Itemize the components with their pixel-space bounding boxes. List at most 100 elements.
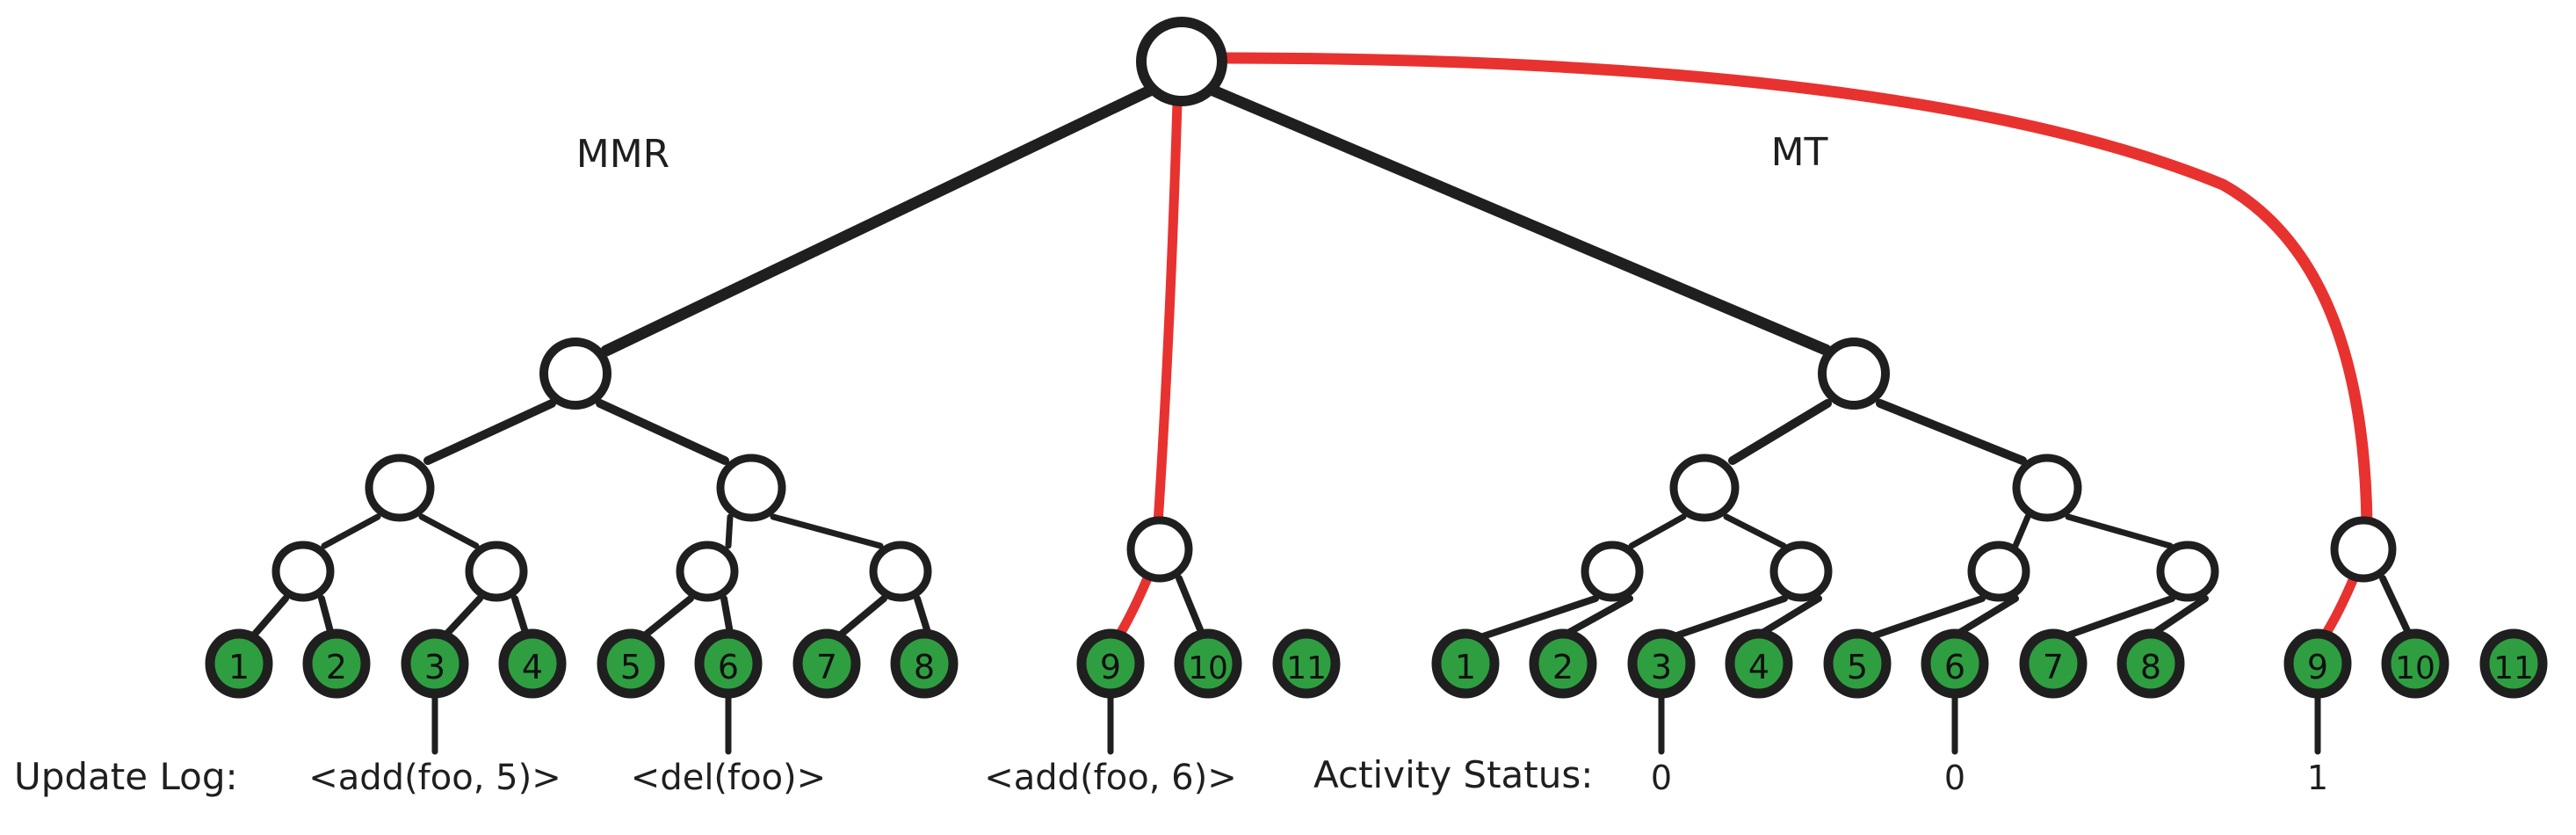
leaf-label: 11 [1286,650,1327,686]
mt-leaf-11[interactable]: 11 [2479,628,2548,699]
leaf-label: 10 [1188,650,1228,686]
leaf-label: 1 [1455,648,1476,686]
edge-mt-l3c-leaf5 [1863,595,1986,642]
edge-mmr-l3b-leaf3 [439,595,483,642]
edge-mt-l2a-l3b [1723,513,1787,549]
mt-internal-node-l1[interactable] [1818,338,1890,410]
mmr-internal-node-l2a[interactable] [365,454,435,522]
root-node-circle[interactable] [1136,17,1227,106]
mmr-leaf-1[interactable]: 1 [205,628,273,699]
mt-internal-node-l3c[interactable] [1967,541,2030,602]
edge-root-mt-l1 [1207,84,1832,356]
mmr-internal-node-l3c[interactable] [676,541,739,602]
mt-leaf-3[interactable]: 3 [1627,628,1696,699]
mt-leaf-6[interactable]: 6 [1921,628,1989,699]
mt-leaf-8[interactable]: 8 [2117,628,2185,699]
leaf-circle[interactable] [2479,628,2548,699]
update-log-label: Update Log: [14,755,238,798]
edge-mt-l1-l2a [1728,399,1832,465]
leaf-label: 10 [2395,650,2435,686]
mt-internal-node-l3d[interactable] [2156,541,2219,602]
mmr-leaf-10[interactable]: 10 [1174,628,1242,699]
mmr-leaf-9[interactable]: 9 [1076,628,1145,699]
mt-leaf-9[interactable]: 9 [2283,628,2352,699]
leaf-label: 6 [1944,648,1965,686]
leaf-circle[interactable] [1921,628,1989,699]
update-log-entry-3: <add(foo, 6)> [984,758,1236,798]
mt-leaf-4[interactable]: 4 [1725,628,1793,699]
leaf-circle[interactable] [1431,628,1500,699]
leaf-circle[interactable] [1272,628,1341,699]
mmr-edges [248,83,1207,642]
edge-mmr-l3d-leaf7 [833,595,887,642]
leaf-circle[interactable] [1823,628,1892,699]
leaf-label: 5 [620,648,641,686]
mt-internal-node-l3e[interactable] [2330,516,2397,583]
leaf-label: 3 [1651,648,1672,686]
mmr-internal-node-l2b[interactable] [716,454,786,522]
mmr-internal-node-l3b[interactable] [465,541,528,602]
activity-status-entry-1: 0 [1651,759,1672,797]
mt-internal-node-l2b[interactable] [2012,454,2082,522]
highlight-root-to-mt-l3e [1212,52,2373,530]
mmr-leaf-8[interactable]: 8 [890,628,959,699]
edge-mt-l3e-leaf10 [2379,575,2414,642]
leaf-label: 6 [718,648,739,686]
mmr-internal-nodes[interactable] [271,338,1193,602]
leaf-circle[interactable] [2381,628,2449,699]
mt-leaf-5[interactable]: 5 [1823,628,1892,699]
leaf-circle[interactable] [890,628,959,699]
leaf-circle[interactable] [2117,628,2185,699]
edge-mt-l3d-leaf7 [2057,595,2175,642]
mt-internal-node-l3b[interactable] [1769,541,1833,602]
highlight-mt-l3e-to-leaf9 [2318,575,2358,643]
mmr-leaf-4[interactable]: 4 [498,628,567,699]
mmr-leaf-3[interactable]: 3 [401,628,469,699]
mmr-internal-node-l3a[interactable] [271,541,335,602]
mt-leaf-nodes[interactable]: 1 2 3 4 5 6 7 8 [1431,628,2548,699]
leaf-circle[interactable] [2019,628,2088,699]
leaf-circle[interactable] [2283,628,2352,699]
mt-internal-node-l2a[interactable] [1669,454,1740,522]
edge-mmr-l2b-l3c [725,513,734,549]
mmr-internal-node-l1[interactable] [539,338,611,410]
edge-mt-l2b-l3d [2065,513,2174,549]
leaf-circle[interactable] [1076,628,1145,699]
mt-leaf-2[interactable]: 2 [1529,628,1597,699]
mmr-leaf-11[interactable]: 11 [1272,628,1341,699]
leaf-circle[interactable] [1627,628,1696,699]
edge-mmr-l1-l2b [596,399,729,465]
leaf-circle[interactable] [1725,628,1793,699]
mmr-leaf-7[interactable]: 7 [792,628,861,699]
leaf-label: 3 [424,648,445,686]
mmr-leaf-2[interactable]: 2 [302,628,371,699]
edge-mt-l3a-leaf1 [1474,595,1599,642]
leaf-circle[interactable] [302,628,371,699]
mt-tree-label: MT [1771,130,1828,175]
leaf-circle[interactable] [694,628,763,699]
activity-status-label: Activity Status: [1313,753,1593,796]
leaf-circle[interactable] [1174,628,1242,699]
leaf-circle[interactable] [597,628,665,699]
mt-internal-node-l3a[interactable] [1581,541,1644,602]
highlight-mmr-l3e-to-leaf9 [1112,573,1153,643]
mmr-leaf-5[interactable]: 5 [597,628,665,699]
mmr-leaf-nodes[interactable]: 1 2 3 4 5 6 7 8 [205,628,1341,699]
leaf-label: 4 [522,648,543,686]
root-node[interactable] [1136,17,1227,106]
mmr-internal-node-l3d[interactable] [869,541,932,602]
leaf-circle[interactable] [205,628,273,699]
leaf-circle[interactable] [792,628,861,699]
leaf-circle[interactable] [401,628,469,699]
leaf-label: 8 [2140,648,2161,686]
mt-leaf-10[interactable]: 10 [2381,628,2449,699]
mt-leaf-1[interactable]: 1 [1431,628,1500,699]
mmr-leaf-6[interactable]: 6 [694,628,763,699]
mmr-internal-node-l3e[interactable] [1126,516,1193,583]
leaf-circle[interactable] [498,628,567,699]
mt-leaf-7[interactable]: 7 [2019,628,2088,699]
mt-internal-nodes[interactable] [1581,338,2397,602]
leaf-circle[interactable] [1529,628,1597,699]
